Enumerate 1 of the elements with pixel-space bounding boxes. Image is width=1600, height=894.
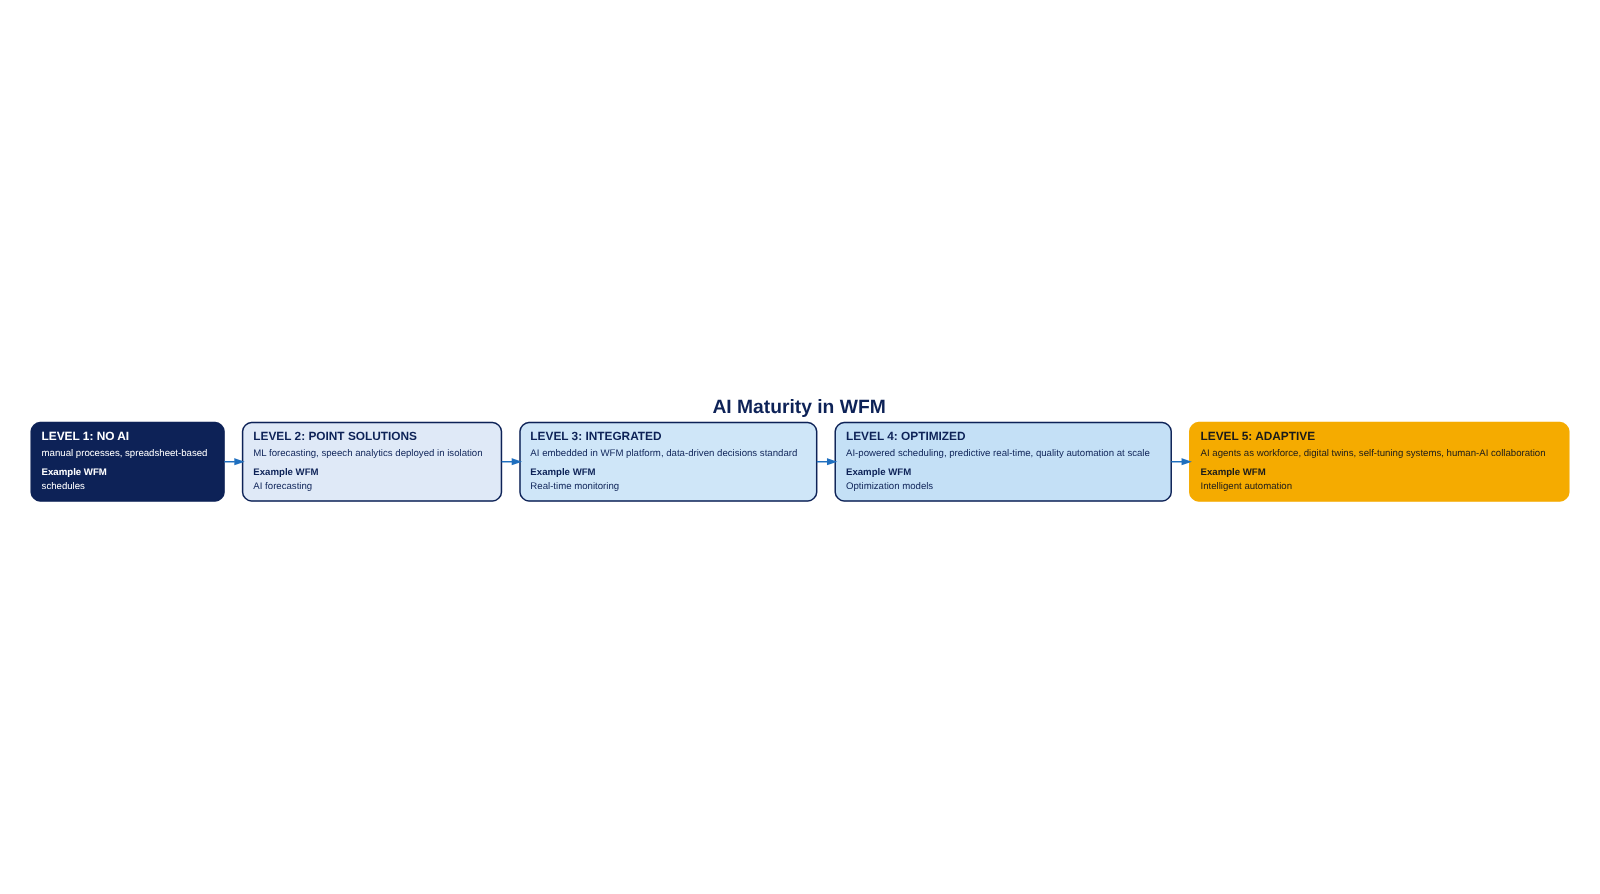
diagram-title: AI Maturity in WFM <box>712 395 886 418</box>
